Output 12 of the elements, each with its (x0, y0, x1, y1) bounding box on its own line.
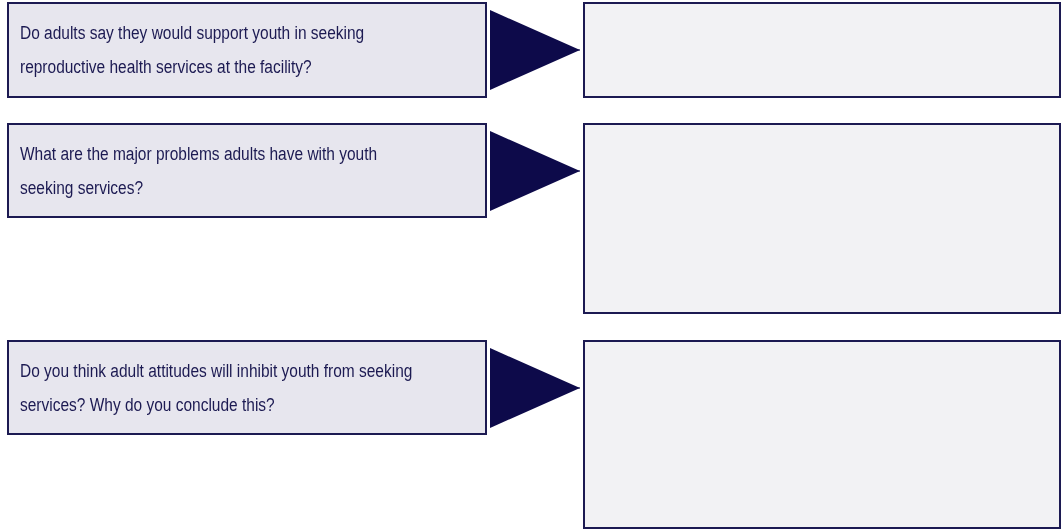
question-text: Do adults say they would support youth in seeking reproductive health services at the facility? (20, 22, 366, 79)
arrow (490, 10, 581, 90)
answer-box (583, 2, 1061, 98)
arrow (490, 131, 581, 211)
question-box (7, 340, 487, 435)
question-text: What are the major problems adults have with youth seeking services? (20, 143, 379, 200)
arrow (490, 348, 581, 428)
question-box (7, 123, 487, 218)
answer-box (583, 123, 1061, 314)
question-text: Do you think adult attitudes will inhibit youth from seeking services? Why do you conclude this? (20, 360, 414, 417)
answer-box (583, 340, 1061, 529)
question-box (7, 2, 487, 98)
